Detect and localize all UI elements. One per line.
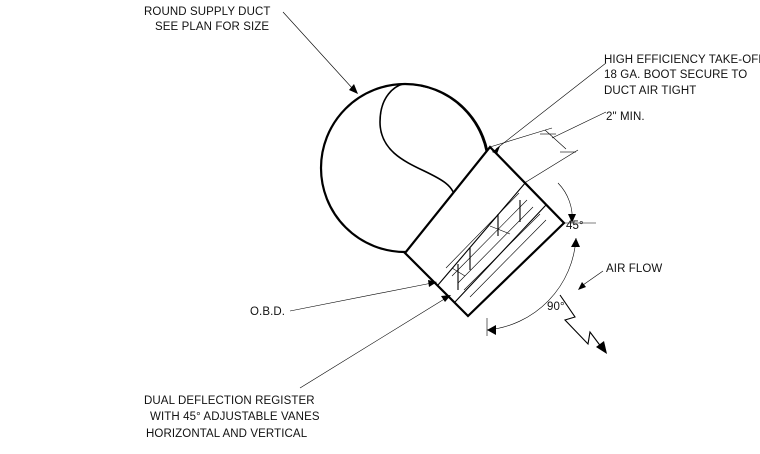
round-duct-note-line1: ROUND SUPPLY DUCT	[144, 6, 271, 18]
airflow-arrow	[559, 294, 607, 354]
round-duct-note-line2: SEE PLAN FOR SIZE	[155, 21, 269, 33]
boot-collar-line	[437, 181, 527, 286]
takeoff-note-line2: 18 GA. BOOT SECURE TO	[604, 69, 747, 81]
airflow-label: AIR FLOW	[606, 263, 662, 275]
angle-90-label: 90°	[547, 301, 565, 313]
leader-lines	[282, 11, 607, 389]
boot-outline	[403, 145, 566, 318]
obd-label: O.B.D.	[250, 306, 285, 318]
register-note-line1: DUAL DEFLECTION REGISTER	[144, 395, 315, 407]
angle-45-label: 45°	[566, 220, 584, 232]
takeoff-boot	[403, 145, 566, 318]
takeoff-note-line1: HIGH EFFICIENCY TAKE-OFF	[604, 54, 760, 66]
angle-90-dimension	[486, 237, 580, 336]
two-inch-min-dimension	[489, 111, 607, 183]
adjustable-vanes	[445, 192, 547, 298]
register-note-line2: WITH 45° ADJUSTABLE VANES	[150, 411, 320, 423]
duct-hatched-section	[379, 84, 489, 252]
register-note-line3: HORIZONTAL AND VERTICAL	[146, 428, 308, 440]
takeoff-note-line3: DUCT AIR TIGHT	[604, 85, 696, 97]
min-dimension-label: 2" MIN.	[606, 111, 645, 123]
angle-45-dimension	[557, 182, 596, 224]
